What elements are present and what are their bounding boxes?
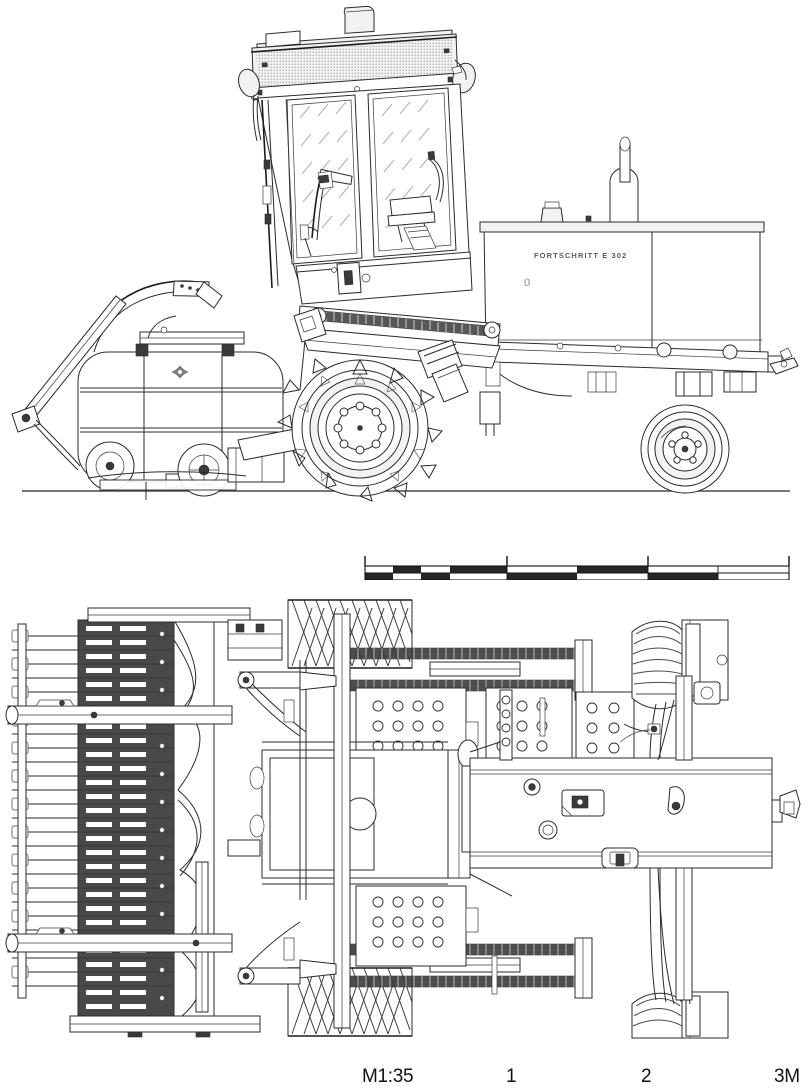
hood-mark: 0 bbox=[524, 277, 530, 289]
scale-tick-1-label: 1 bbox=[506, 1066, 517, 1087]
brand-emblem bbox=[171, 365, 189, 379]
scale-tick-2-label: 2 bbox=[641, 1066, 652, 1087]
tire-lugs bbox=[276, 358, 443, 502]
drive-wheel bbox=[276, 358, 443, 502]
machine-body-plan bbox=[227, 599, 801, 1039]
beam-fitting bbox=[561, 789, 605, 817]
left-mirror bbox=[238, 68, 262, 142]
header-cross-rails bbox=[5, 699, 233, 953]
roof-box bbox=[265, 30, 301, 48]
rear-wheel-plan-lower bbox=[631, 867, 729, 1039]
engine-compartment: FORTSCHRITT E 302 0 bbox=[437, 136, 799, 436]
header-linkage-plan bbox=[227, 619, 337, 985]
hub-bolts bbox=[333, 401, 387, 455]
blueprint-sheet: FORTSCHRITT E 302 0 bbox=[5, 5, 801, 1087]
scale-tick-3-label: 3M bbox=[774, 1066, 800, 1087]
gauge-wheel-left bbox=[85, 441, 135, 491]
tow-hitch bbox=[767, 347, 799, 375]
header-cutterbar bbox=[5, 607, 261, 1038]
plan-detail-right bbox=[469, 689, 513, 897]
rear-steer-wheel bbox=[640, 404, 730, 494]
scale-bar-graphic bbox=[364, 556, 790, 581]
exhaust-stack bbox=[609, 136, 639, 223]
hood-top-rail bbox=[479, 221, 765, 233]
cab-roof-plan bbox=[249, 739, 479, 885]
front-attachment bbox=[11, 280, 307, 500]
air-precleaner bbox=[540, 201, 564, 223]
rear-wheel-plan-upper bbox=[619, 619, 729, 761]
beam-latch bbox=[601, 847, 639, 869]
scale-ratio-label: M1:35 bbox=[362, 1066, 414, 1087]
rear-chassis-beam bbox=[469, 757, 801, 869]
knife-bar bbox=[77, 619, 175, 1021]
side-elevation-view: FORTSCHRITT E 302 0 bbox=[11, 5, 799, 502]
cab-window-left bbox=[286, 94, 363, 265]
rear-hitch-plan bbox=[771, 789, 801, 823]
operator-cab bbox=[238, 5, 476, 305]
steering-wheel bbox=[311, 168, 353, 241]
cab-window-right bbox=[367, 87, 457, 258]
operator-seat bbox=[387, 195, 437, 251]
center-spine bbox=[299, 613, 351, 1029]
beacon-light bbox=[343, 5, 375, 34]
lift-cylinder bbox=[417, 339, 469, 403]
brand-badge: FORTSCHRITT E 302 bbox=[534, 251, 627, 260]
feeder-elevator bbox=[293, 305, 501, 403]
auger-flights bbox=[173, 617, 215, 1023]
door-handle bbox=[331, 261, 371, 295]
plan-view bbox=[5, 599, 801, 1039]
